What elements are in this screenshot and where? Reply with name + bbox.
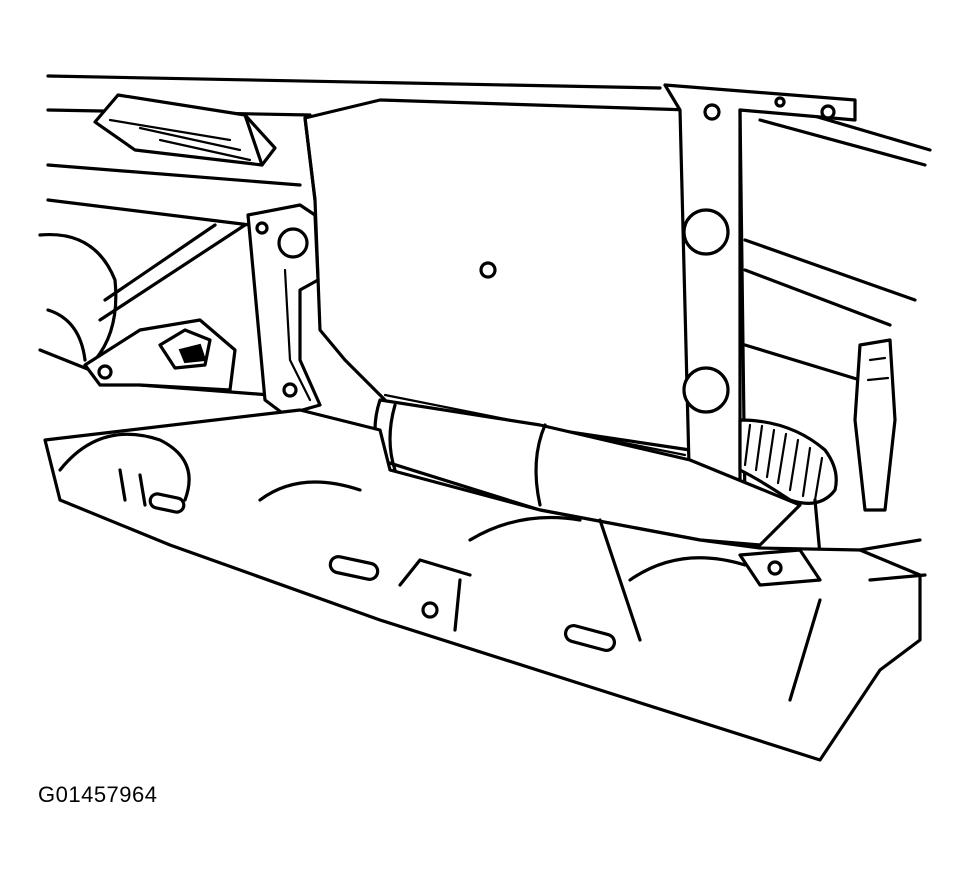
- figure-id-label: G01457964: [38, 782, 158, 807]
- right-lower-edges: [858, 538, 927, 582]
- electronic-module-box: [303, 98, 692, 457]
- defroster-vent: [93, 93, 277, 167]
- module-right-bracket: [663, 83, 857, 507]
- dash-fasteners: [421, 548, 822, 619]
- dash-slots: [148, 492, 617, 652]
- module-left-bracket: [246, 203, 322, 417]
- left-bracket: [83, 318, 237, 392]
- right-dash-structure: [743, 238, 917, 512]
- wire-harness-conduit: [738, 418, 838, 557]
